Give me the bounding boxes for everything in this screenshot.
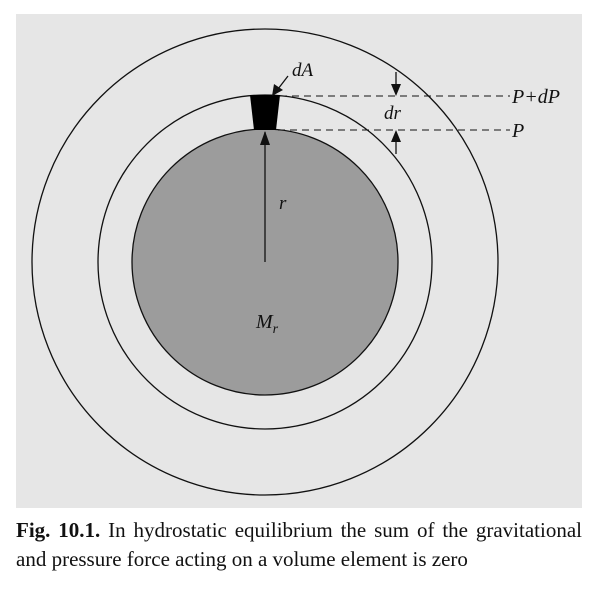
figure-caption: Fig. 10.1. In hydrostatic equilibrium th…: [16, 516, 582, 574]
outer-sphere-outline: [31, 28, 499, 496]
figure-panel: dA dr r Mr P+dP P: [16, 14, 582, 508]
area-element-label: dA: [292, 60, 314, 81]
dr-top-arrowhead: [391, 84, 401, 96]
figure-caption-text: In hydrostatic equilibrium the sum of th…: [16, 518, 582, 571]
shell-thickness-label: dr: [384, 103, 402, 124]
dr-bottom-arrowhead: [391, 130, 401, 142]
figure-caption-label: Fig. 10.1.: [16, 518, 101, 542]
area-pointer-arrowhead: [272, 84, 283, 96]
radius-label: r: [279, 193, 287, 214]
pressure-outer-label: P+dP: [511, 86, 560, 108]
area-pointer-line: [277, 75, 289, 90]
volume-element: [250, 95, 280, 130]
pressure-inner-label: P: [511, 120, 524, 142]
mass-subscript: r: [273, 322, 279, 337]
mass-symbol: M: [255, 311, 274, 333]
hydrostatic-equilibrium-diagram: dA dr r Mr P+dP P: [31, 28, 560, 496]
radius-arrowhead: [260, 131, 270, 145]
mass-interior-label: Mr: [255, 311, 279, 337]
